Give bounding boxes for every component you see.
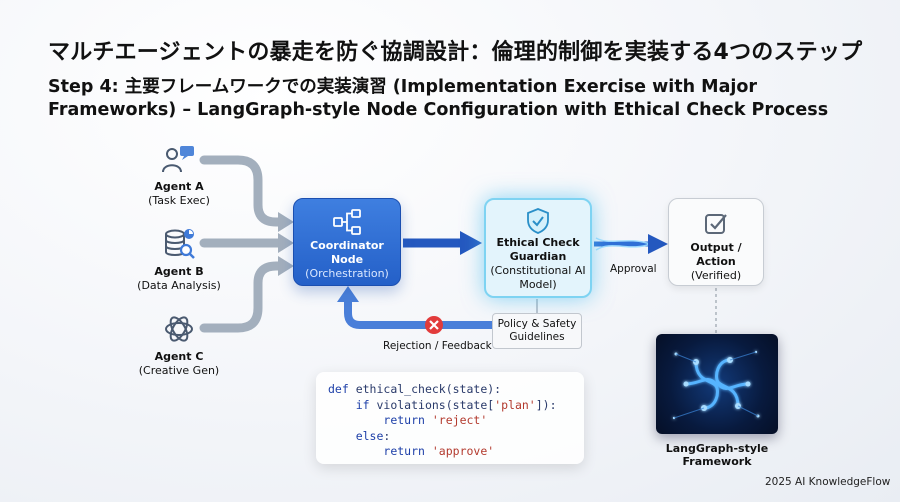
agent-c-arrowhead (278, 256, 294, 276)
shield-check-icon (526, 208, 550, 234)
coordinator-node: Coordinator Node (Orchestration) (293, 198, 401, 286)
coordinator-subtitle: (Orchestration) (305, 267, 389, 280)
page-subtitle: Step 4: 主要フレームワークでの実装演習 (Implementation … (48, 77, 829, 120)
user-chat-icon (162, 144, 196, 178)
agent-a-label: Agent A(Task Exec) (148, 180, 210, 207)
approval-label: Approval (610, 263, 657, 275)
openai-knot-icon (163, 313, 195, 349)
workflow-nodes-icon (333, 209, 361, 235)
agent-a-arrowhead (278, 212, 294, 232)
code-snippet: def ethical_check(state): if violations(… (316, 372, 584, 464)
agent-c-label: Agent C(Creative Gen) (138, 350, 220, 377)
checkbox-icon (704, 211, 728, 235)
framework-label: LangGraph-style Framework (665, 442, 769, 468)
code-line: if violations(state['plan']): (355, 397, 557, 412)
close-icon (424, 315, 444, 335)
guardian-node: Ethical Check Guardian (Constitutional A… (484, 198, 592, 298)
code-line: return 'approve' (383, 444, 495, 458)
agent-b-arrowhead (278, 233, 294, 253)
guardian-title: Ethical Check Guardian (496, 236, 580, 263)
langgraph-logo-icon (656, 334, 778, 434)
rejection-label: Rejection / Feedback (383, 340, 492, 352)
code-line: else: (355, 428, 391, 443)
output-subtitle: (Verified) (690, 269, 742, 282)
agent-b-label: Agent B(Data Analysis) (137, 265, 221, 292)
page-title: マルチエージェントの暴走を防ぐ協調設計：倫理的制御を実装する4つのステップ (48, 40, 863, 65)
agent-a-arrow (199, 155, 285, 333)
rejection-arrow (344, 300, 492, 329)
policy-box: Policy & Safety Guidelines (492, 313, 582, 349)
footer-credit: 2025 AI KnowledgeFlow (765, 476, 891, 488)
guardian-subtitle: (Constitutional AI Model) (490, 264, 586, 291)
database-search-icon (164, 228, 196, 264)
code-line: def ethical_check(state): (328, 382, 502, 396)
coordinator-title: Coordinator Node (310, 239, 384, 266)
output-node: Output / Action (Verified) (668, 198, 764, 286)
output-title: Output / Action (690, 241, 742, 268)
code-line: return 'reject' (383, 413, 488, 427)
